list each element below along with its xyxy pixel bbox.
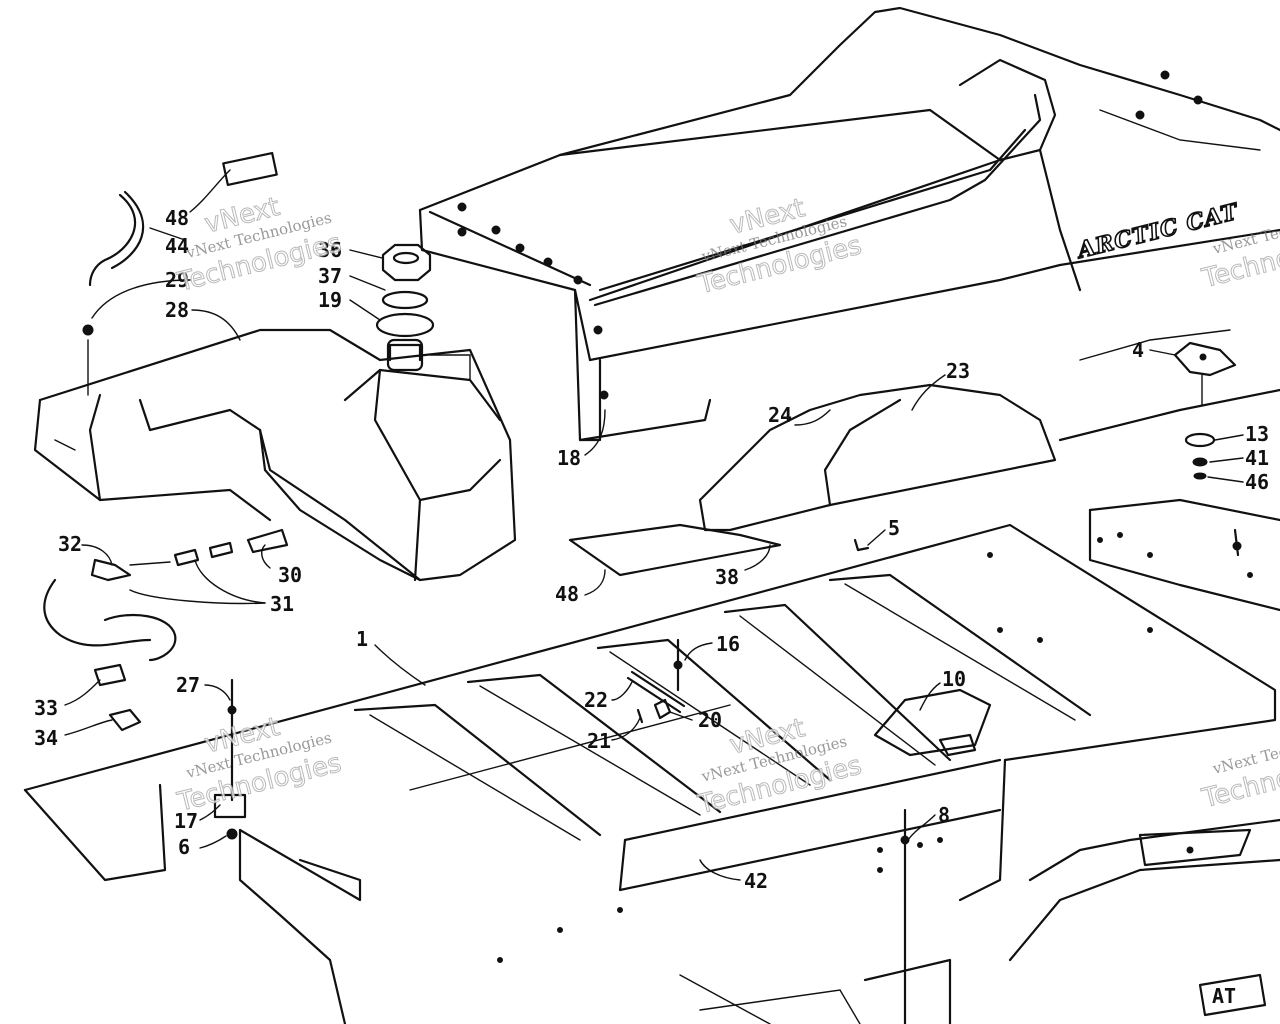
callout-17: 17	[174, 809, 198, 833]
callout-13: 13	[1245, 422, 1269, 446]
rivet-dots	[497, 532, 1253, 963]
callout-labels: 48 44 29 28 36 37 19 18 24 23 4 13 41 46…	[34, 206, 1269, 893]
callout-8: 8	[938, 803, 950, 827]
callout-30: 30	[278, 563, 302, 587]
callout-6: 6	[178, 835, 190, 859]
bolts	[213, 528, 1242, 902]
watermark-top-center: vNext vNext Technologies Technologies	[694, 193, 865, 301]
callout-28: 28	[165, 298, 189, 322]
filler-cap-assembly	[375, 243, 435, 372]
tunnel-deck	[23, 498, 1280, 1024]
callout-42: 42	[744, 869, 768, 893]
callout-24: 24	[768, 403, 792, 427]
callout-18: 18	[557, 446, 581, 470]
callout-36: 36	[318, 238, 342, 262]
callout-19: 19	[318, 288, 342, 312]
callout-1: 1	[356, 627, 368, 651]
callout-22: 22	[584, 688, 608, 712]
callout-21: 21	[587, 729, 611, 753]
leader-lines	[64, 169, 1244, 881]
callout-34: 34	[34, 726, 58, 750]
watermark-bottom-right: vNext Technologies Technologies	[1198, 724, 1280, 814]
callout-20: 20	[698, 708, 722, 732]
callout-5: 5	[888, 516, 900, 540]
callout-31: 31	[270, 592, 294, 616]
callout-10: 10	[942, 667, 966, 691]
callout-38: 38	[715, 565, 739, 589]
floor-pads	[568, 329, 1280, 577]
callout-27: 27	[176, 673, 200, 697]
mounting-hardware	[1173, 341, 1237, 480]
callout-44: 44	[165, 234, 189, 258]
callout-41: 41	[1245, 446, 1269, 470]
callout-48a: 48	[165, 206, 189, 230]
watermark-bottom-left: vNext vNext Technologies Technologies	[174, 712, 345, 819]
callout-33: 33	[34, 696, 58, 720]
callout-32: 32	[58, 532, 82, 556]
callout-48b: 48	[555, 582, 579, 606]
seat-assembly	[418, 6, 1280, 442]
callout-23: 23	[946, 359, 970, 383]
watermark-top-left: vNext vNext Technologies Technologies	[174, 192, 345, 299]
callout-46: 46	[1245, 470, 1269, 494]
fuel-tank	[33, 328, 517, 582]
callout-16: 16	[716, 632, 740, 656]
callout-37: 37	[318, 264, 342, 288]
callout-29: 29	[165, 268, 189, 292]
callout-4: 4	[1132, 338, 1144, 362]
rear-badge: AT	[1212, 984, 1236, 1008]
